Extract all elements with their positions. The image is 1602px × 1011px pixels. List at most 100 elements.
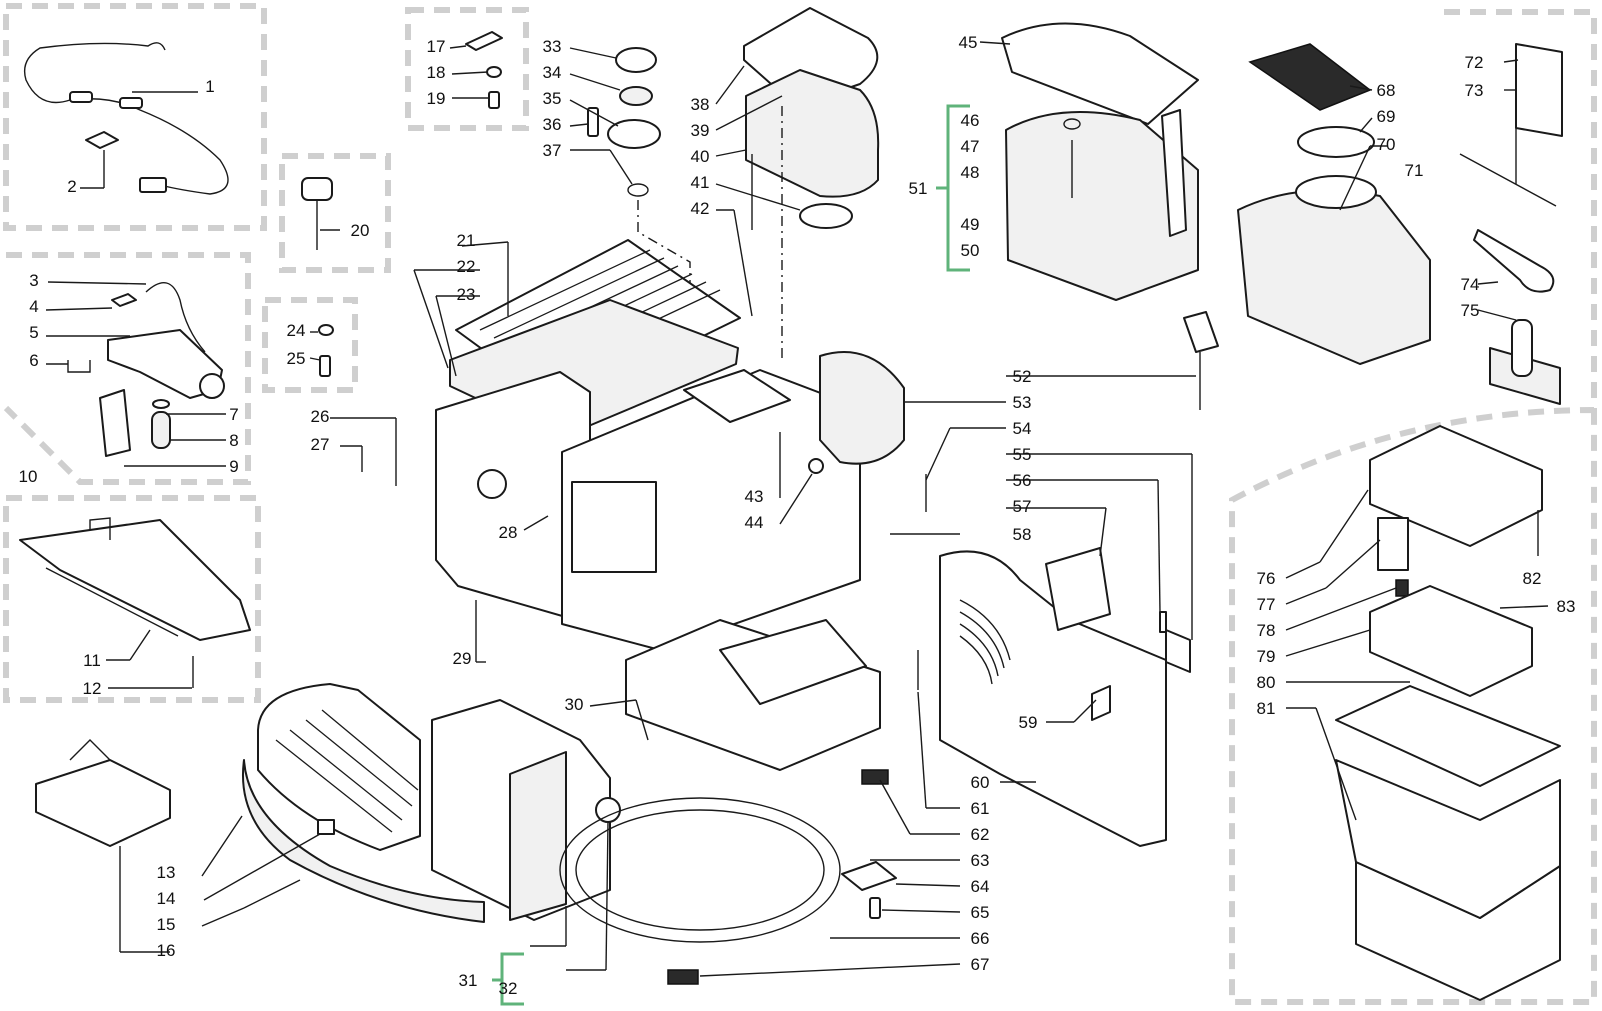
callout-label-62: 62: [971, 825, 990, 844]
machine-base-tray-63: [719, 619, 867, 705]
door-latch-59: [1091, 685, 1111, 721]
callout-label-67: 67: [971, 955, 990, 974]
grinder-centerline: [637, 200, 691, 290]
grinder-oring-37: [627, 183, 649, 197]
box-body: [1335, 759, 1561, 919]
valve-assembly: [67, 282, 225, 457]
grounds-funnel-70: [1295, 175, 1377, 209]
callout-label-23: 23: [457, 285, 476, 304]
callout-label-14: 14: [157, 889, 176, 908]
washer-24: [318, 324, 334, 336]
machine-body: [435, 239, 905, 771]
group-box-valve: [3, 252, 251, 485]
callout-label-15: 15: [157, 915, 176, 934]
tray-support-tab: [69, 739, 111, 761]
water-tank-seal: [1063, 118, 1081, 130]
small-parts-top: [301, 31, 503, 377]
callout-label-28: 28: [499, 523, 518, 542]
leader-lines: [45, 41, 1549, 977]
tray-support-16: [35, 759, 171, 847]
grounds-bin-71: [1237, 189, 1431, 365]
callout-label-20: 20: [351, 221, 370, 240]
foam-top-76: [1369, 425, 1543, 547]
callout-label-11: 11: [83, 651, 101, 670]
cleaning-brush: [1459, 153, 1557, 207]
callout-label-66: 66: [971, 929, 990, 948]
callout-label-73: 73: [1465, 81, 1484, 100]
foam-piece-78: [1395, 579, 1409, 597]
valve-cover: [99, 389, 131, 457]
water-tank-body: [1005, 111, 1199, 301]
callout-label-59: 59: [1019, 713, 1038, 732]
filter-pad-68: [1248, 43, 1372, 111]
cable-clip: [85, 131, 119, 149]
machine-side-housing: [561, 369, 861, 651]
clip-plate: [465, 31, 503, 51]
manual-book: [1515, 43, 1563, 137]
filter-disc-69: [1297, 126, 1375, 158]
box-top-80: [1335, 685, 1561, 787]
side-door: [917, 474, 1191, 847]
grinder-housing-35: [607, 119, 661, 149]
callout-label-58: 58: [1013, 525, 1032, 544]
callout-label-17: 17: [427, 37, 446, 56]
callout-label-21: 21: [457, 231, 476, 250]
callout-label-41: 41: [691, 173, 710, 192]
group-box-accessories: [1229, 9, 1597, 1005]
callout-label-32: 32: [499, 979, 518, 998]
callout-label-54: 54: [1013, 419, 1032, 438]
callout-label-22: 22: [457, 257, 476, 276]
door-screw-56: [1159, 611, 1167, 633]
callout-label-44: 44: [745, 513, 764, 532]
clip-screw: [488, 91, 500, 109]
callout-label-50: 50: [961, 241, 980, 260]
drip-tray-float-14: [317, 819, 335, 835]
tray-support: [35, 739, 171, 847]
callout-label-38: 38: [691, 95, 710, 114]
water-tank-lid: [1001, 22, 1199, 125]
callout-label-31: 31: [459, 971, 478, 990]
callout-label-30: 30: [565, 695, 584, 714]
machine-bowl-53: [819, 351, 905, 465]
group-brackets: [492, 104, 970, 1006]
callout-label-43: 43: [745, 487, 764, 506]
base-ring-inner: [575, 809, 825, 931]
tray-bracket-rail: [45, 567, 179, 637]
base-ring: [559, 769, 897, 985]
side-door-vents: [959, 599, 1011, 685]
callout-label-70: 70: [1377, 135, 1396, 154]
callout-label-79: 79: [1257, 647, 1276, 666]
callout-label-69: 69: [1377, 107, 1396, 126]
group-box-pin: [279, 153, 391, 273]
callout-label-13: 13: [157, 863, 176, 882]
callout-label-29: 29: [453, 649, 472, 668]
grinder-ring-33: [615, 47, 657, 73]
tray-bracket-assembly: [19, 517, 251, 688]
callout-label-25: 25: [287, 349, 306, 368]
callout-label-27: 27: [311, 435, 330, 454]
callout-label-78: 78: [1257, 621, 1276, 640]
packaging: [1335, 425, 1561, 1001]
base-ring-66: [559, 797, 841, 943]
callout-label-12: 12: [83, 679, 102, 698]
callout-label-71: 71: [1405, 161, 1424, 180]
tray-bracket-tab: [89, 517, 111, 540]
power-cable-assembly: [23, 42, 229, 195]
callout-label-81: 81: [1257, 699, 1276, 718]
callout-label-26: 26: [311, 407, 330, 426]
callout-label-61: 61: [971, 799, 990, 818]
accessories: [1459, 43, 1563, 405]
callout-label-65: 65: [971, 903, 990, 922]
callout-label-6: 6: [29, 351, 38, 370]
foot-pad-67: [667, 969, 699, 985]
grinder-screw-36: [587, 107, 599, 137]
side-door-60: [939, 550, 1167, 847]
water-tank-handle: [1161, 109, 1187, 237]
callout-label-45: 45: [959, 33, 978, 52]
pin-head: [301, 177, 333, 201]
coffee-spout: [431, 699, 621, 921]
callout-label-1: 1: [205, 77, 214, 96]
callout-label-77: 77: [1257, 595, 1276, 614]
screw-65: [869, 897, 881, 919]
